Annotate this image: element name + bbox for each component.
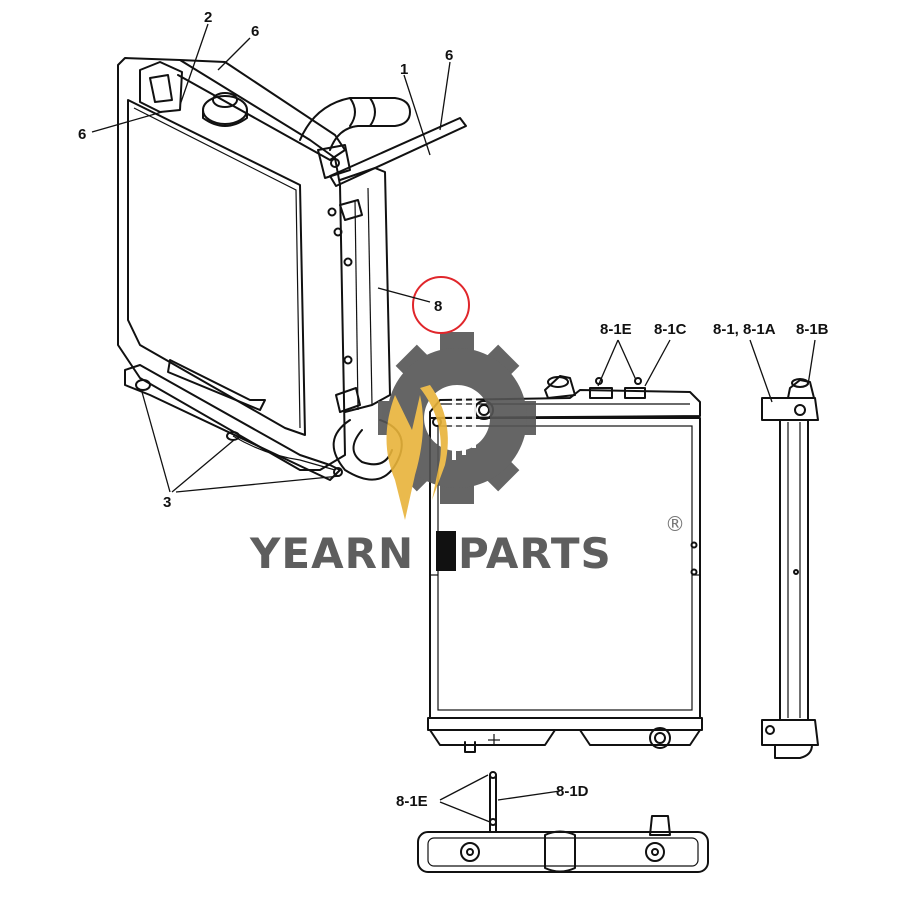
callout-6-left: 6 — [78, 126, 86, 143]
registered-trademark-icon: ® — [665, 512, 685, 536]
flame-icon — [386, 385, 476, 520]
callout-1: 1 — [400, 61, 408, 78]
callout-2: 2 — [204, 9, 212, 26]
watermark-brand-left: YEARN — [249, 529, 414, 578]
callout-8-1c: 8-1C — [654, 321, 687, 338]
radiator-assembly-illustration — [117, 57, 467, 481]
watermark-block-icon — [436, 531, 456, 571]
bottom-tank-view — [417, 771, 709, 873]
callout-8-1-8-1a: 8-1, 8-1A — [713, 321, 776, 338]
highlight-circle — [412, 276, 470, 334]
leader-lines — [91, 23, 816, 823]
watermark-brand-right: PARTS — [458, 529, 612, 578]
callout-8-1e-top: 8-1E — [600, 321, 632, 338]
callout-6-right: 6 — [445, 47, 453, 64]
callout-8-1e-bottom: 8-1E — [396, 793, 428, 810]
callout-labels: 2 6 6 1 6 8 3 8-1E 8-1C 8-1, 8-1A 8-1B 8… — [78, 9, 829, 810]
callout-8-1d: 8-1D — [556, 783, 589, 800]
callout-8: 8 — [434, 298, 442, 315]
callout-8-1b: 8-1B — [796, 321, 829, 338]
brand-logo-icon — [378, 332, 536, 520]
watermark-text: YEARN PARTS ® — [249, 512, 685, 578]
callout-6-top: 6 — [251, 23, 259, 40]
radiator-side-view — [761, 378, 819, 759]
callout-3: 3 — [163, 494, 171, 511]
